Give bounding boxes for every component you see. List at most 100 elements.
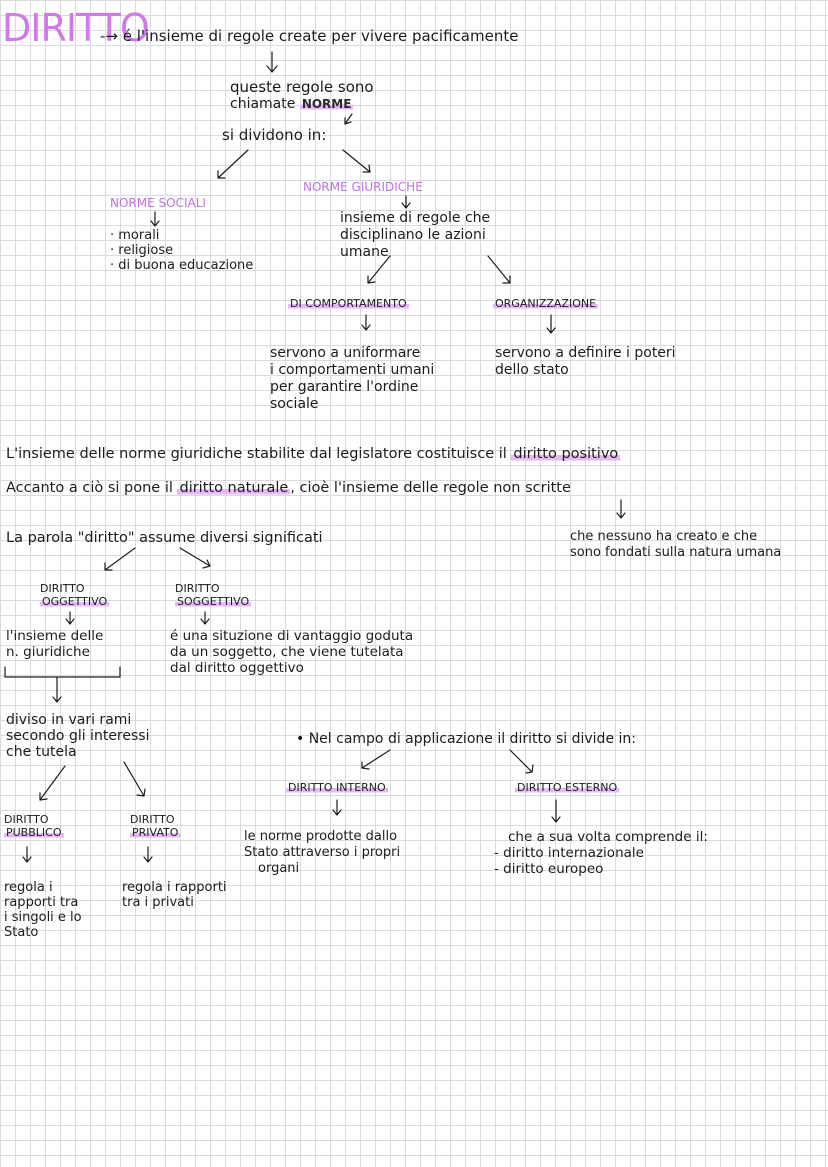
privato-desc-line: regola i rapporti — [122, 880, 227, 895]
naturale-desc-line: che nessuno ha creato e che — [570, 529, 758, 544]
organizzazione-desc: servono a definire i poteri dello stato — [495, 345, 676, 379]
soggettivo-desc-line: é una situzione di vantaggio goduta — [170, 628, 414, 644]
privato-desc-line: tra i privati — [122, 895, 194, 910]
norme-giuridiche-desc-line: insieme di regole che — [340, 210, 491, 226]
comportamento-desc-line: i comportamenti umani — [270, 362, 435, 378]
bracket-shape — [4, 666, 121, 703]
oggettivo-desc: l'insieme delle n. giuridiche — [6, 628, 103, 660]
arrow-down-icon — [551, 799, 561, 823]
norme-giuridiche-heading: NORME GIURIDICHE — [303, 180, 423, 194]
rami-line: secondo gli interessi — [6, 728, 150, 744]
diritto-positivo-text: L'insieme delle norme giuridiche stabili… — [6, 446, 512, 462]
pubblico-desc-line: rapporti tra — [4, 895, 79, 910]
norme-giuridiche-desc-line: disciplinano le azioni — [340, 227, 486, 243]
interno-desc-line: le norme prodotte dallo — [244, 829, 398, 844]
arrow-diagonal-icon — [487, 255, 511, 284]
comportamento-desc-line: servono a uniformare — [270, 345, 421, 361]
comportamento-desc-line: per garantire l'ordine — [270, 379, 419, 395]
arrow-diagonal-icon — [39, 765, 66, 801]
campo-applicazione-line: • Nel campo di applicazione il diritto s… — [296, 731, 636, 747]
naturale-desc: che nessuno ha creato e che sono fondati… — [570, 529, 781, 561]
oggettivo-desc-line: l'insieme delle — [6, 628, 104, 644]
rami-text: diviso in vari rami secondo gli interess… — [6, 712, 149, 760]
soggettivo-heading: DIRITTO SOGGETTIVO — [175, 582, 252, 608]
norme-sociali-heading: NORME SOCIALI — [110, 196, 206, 210]
norme-word: NORME — [299, 97, 354, 111]
arrow-down-icon — [546, 314, 556, 334]
soggettivo-heading-line: DIRITTO — [175, 582, 220, 595]
pubblico-heading: DIRITTO PUBBLICO — [4, 813, 64, 839]
organizzazione-desc-line: servono a definire i poteri — [495, 345, 676, 361]
soggettivo-desc-line: dal diritto oggettivo — [170, 660, 304, 676]
soggettivo-desc: é una situzione di vantaggio goduta da u… — [170, 628, 413, 676]
privato-heading: DIRITTO PRIVATO — [130, 813, 181, 839]
arrow-down-icon — [200, 611, 210, 625]
oggettivo-heading: DIRITTO OGGETTIVO — [40, 582, 110, 608]
arrow-down-icon — [22, 846, 32, 863]
arrow-down-icon — [361, 314, 371, 331]
norme-sociali-item: · religiose — [110, 243, 174, 258]
arrow-down-icon — [616, 499, 626, 519]
pubblico-desc-line: i singoli e lo — [4, 910, 82, 925]
interno-desc-line: organi — [258, 861, 300, 876]
arrow-diagonal-icon — [361, 749, 391, 770]
comportamento-heading: DI COMPORTAMENTO — [288, 297, 409, 310]
diritto-naturale-highlight: diritto naturale — [177, 480, 291, 496]
arrow-down-icon — [266, 51, 278, 73]
arrow-diagonal-icon — [104, 547, 136, 571]
oggettivo-heading-line: DIRITTO — [40, 582, 85, 595]
comportamento-desc-line: sociale — [270, 396, 319, 412]
rami-line: diviso in vari rami — [6, 712, 132, 728]
diritto-positivo-line: L'insieme delle norme giuridiche stabili… — [6, 446, 621, 463]
diritto-positivo-highlight: diritto positivo — [511, 446, 621, 462]
norme-intro-text: chiamate — [230, 96, 296, 112]
arrow-down-icon — [401, 195, 411, 209]
naturale-desc-line: sono fondati sulla natura umana — [570, 545, 782, 560]
arrow-diagonal-icon — [123, 761, 146, 797]
norme-sociali-item: · di buona educazione — [110, 258, 254, 273]
arrow-down-icon — [344, 113, 353, 125]
arrow-down-icon — [143, 846, 153, 863]
arrow-diagonal-icon — [509, 749, 534, 774]
page-title: DIRITTO — [2, 6, 150, 50]
organizzazione-heading: ORGANIZZAZIONE — [493, 297, 599, 310]
arrow-diagonal-icon — [217, 149, 249, 179]
soggettivo-heading-line: SOGGETTIVO — [175, 595, 252, 608]
organizzazione-desc-line: dello stato — [495, 362, 569, 378]
privato-heading-line: DIRITTO — [130, 813, 175, 826]
esterno-desc-line: - diritto europeo — [494, 861, 604, 877]
norme-sociali-item: · morali — [110, 228, 160, 243]
esterno-desc-line: - diritto internazionale — [494, 845, 644, 861]
diritto-naturale-line: Accanto a ciò si pone il diritto natural… — [6, 480, 571, 497]
oggettivo-desc-line: n. giuridiche — [6, 644, 90, 660]
arrow-diagonal-icon — [342, 149, 371, 173]
norme-giuridiche-desc-line: umane — [340, 244, 389, 260]
dividono-text: si dividono in: — [222, 126, 327, 144]
definition-text: -→ é l'insieme di regole create per vive… — [100, 27, 519, 45]
diritto-naturale-text: Accanto a ciò si pone il — [6, 480, 178, 496]
pubblico-heading-line: PUBBLICO — [4, 826, 64, 839]
arrow-down-icon — [332, 799, 342, 816]
arrow-down-icon — [65, 611, 75, 625]
interno-desc-line: Stato attraverso i propri — [244, 845, 401, 860]
parola-diritto-line: La parola "diritto" assume diversi signi… — [6, 530, 323, 546]
rami-line: che tutela — [6, 744, 77, 760]
interno-heading: DIRITTO INTERNO — [286, 781, 388, 794]
privato-heading-line: PRIVATO — [130, 826, 181, 839]
esterno-desc: che a sua volta comprende il: - diritto … — [494, 829, 708, 877]
interno-desc: le norme prodotte dallo Stato attraverso… — [244, 829, 400, 877]
arrow-down-icon — [150, 211, 160, 227]
norme-intro-line1: queste regole sono — [230, 78, 374, 96]
comportamento-desc: servono a uniformare i comportamenti uma… — [270, 345, 434, 413]
norme-intro-line2: chiamate NORME — [230, 96, 354, 113]
norme-giuridiche-desc: insieme di regole che disciplinano le az… — [340, 210, 490, 261]
oggettivo-heading-line: OGGETTIVO — [40, 595, 110, 608]
pubblico-desc-line: regola i — [4, 880, 53, 895]
esterno-heading: DIRITTO ESTERNO — [515, 781, 620, 794]
arrow-diagonal-icon — [179, 547, 211, 569]
privato-desc: regola i rapporti tra i privati — [122, 880, 227, 910]
soggettivo-desc-line: da un soggetto, che viene tutelata — [170, 644, 404, 660]
esterno-desc-line: che a sua volta comprende il: — [508, 829, 708, 845]
norme-sociali-list: · morali · religiose · di buona educazio… — [110, 228, 253, 273]
